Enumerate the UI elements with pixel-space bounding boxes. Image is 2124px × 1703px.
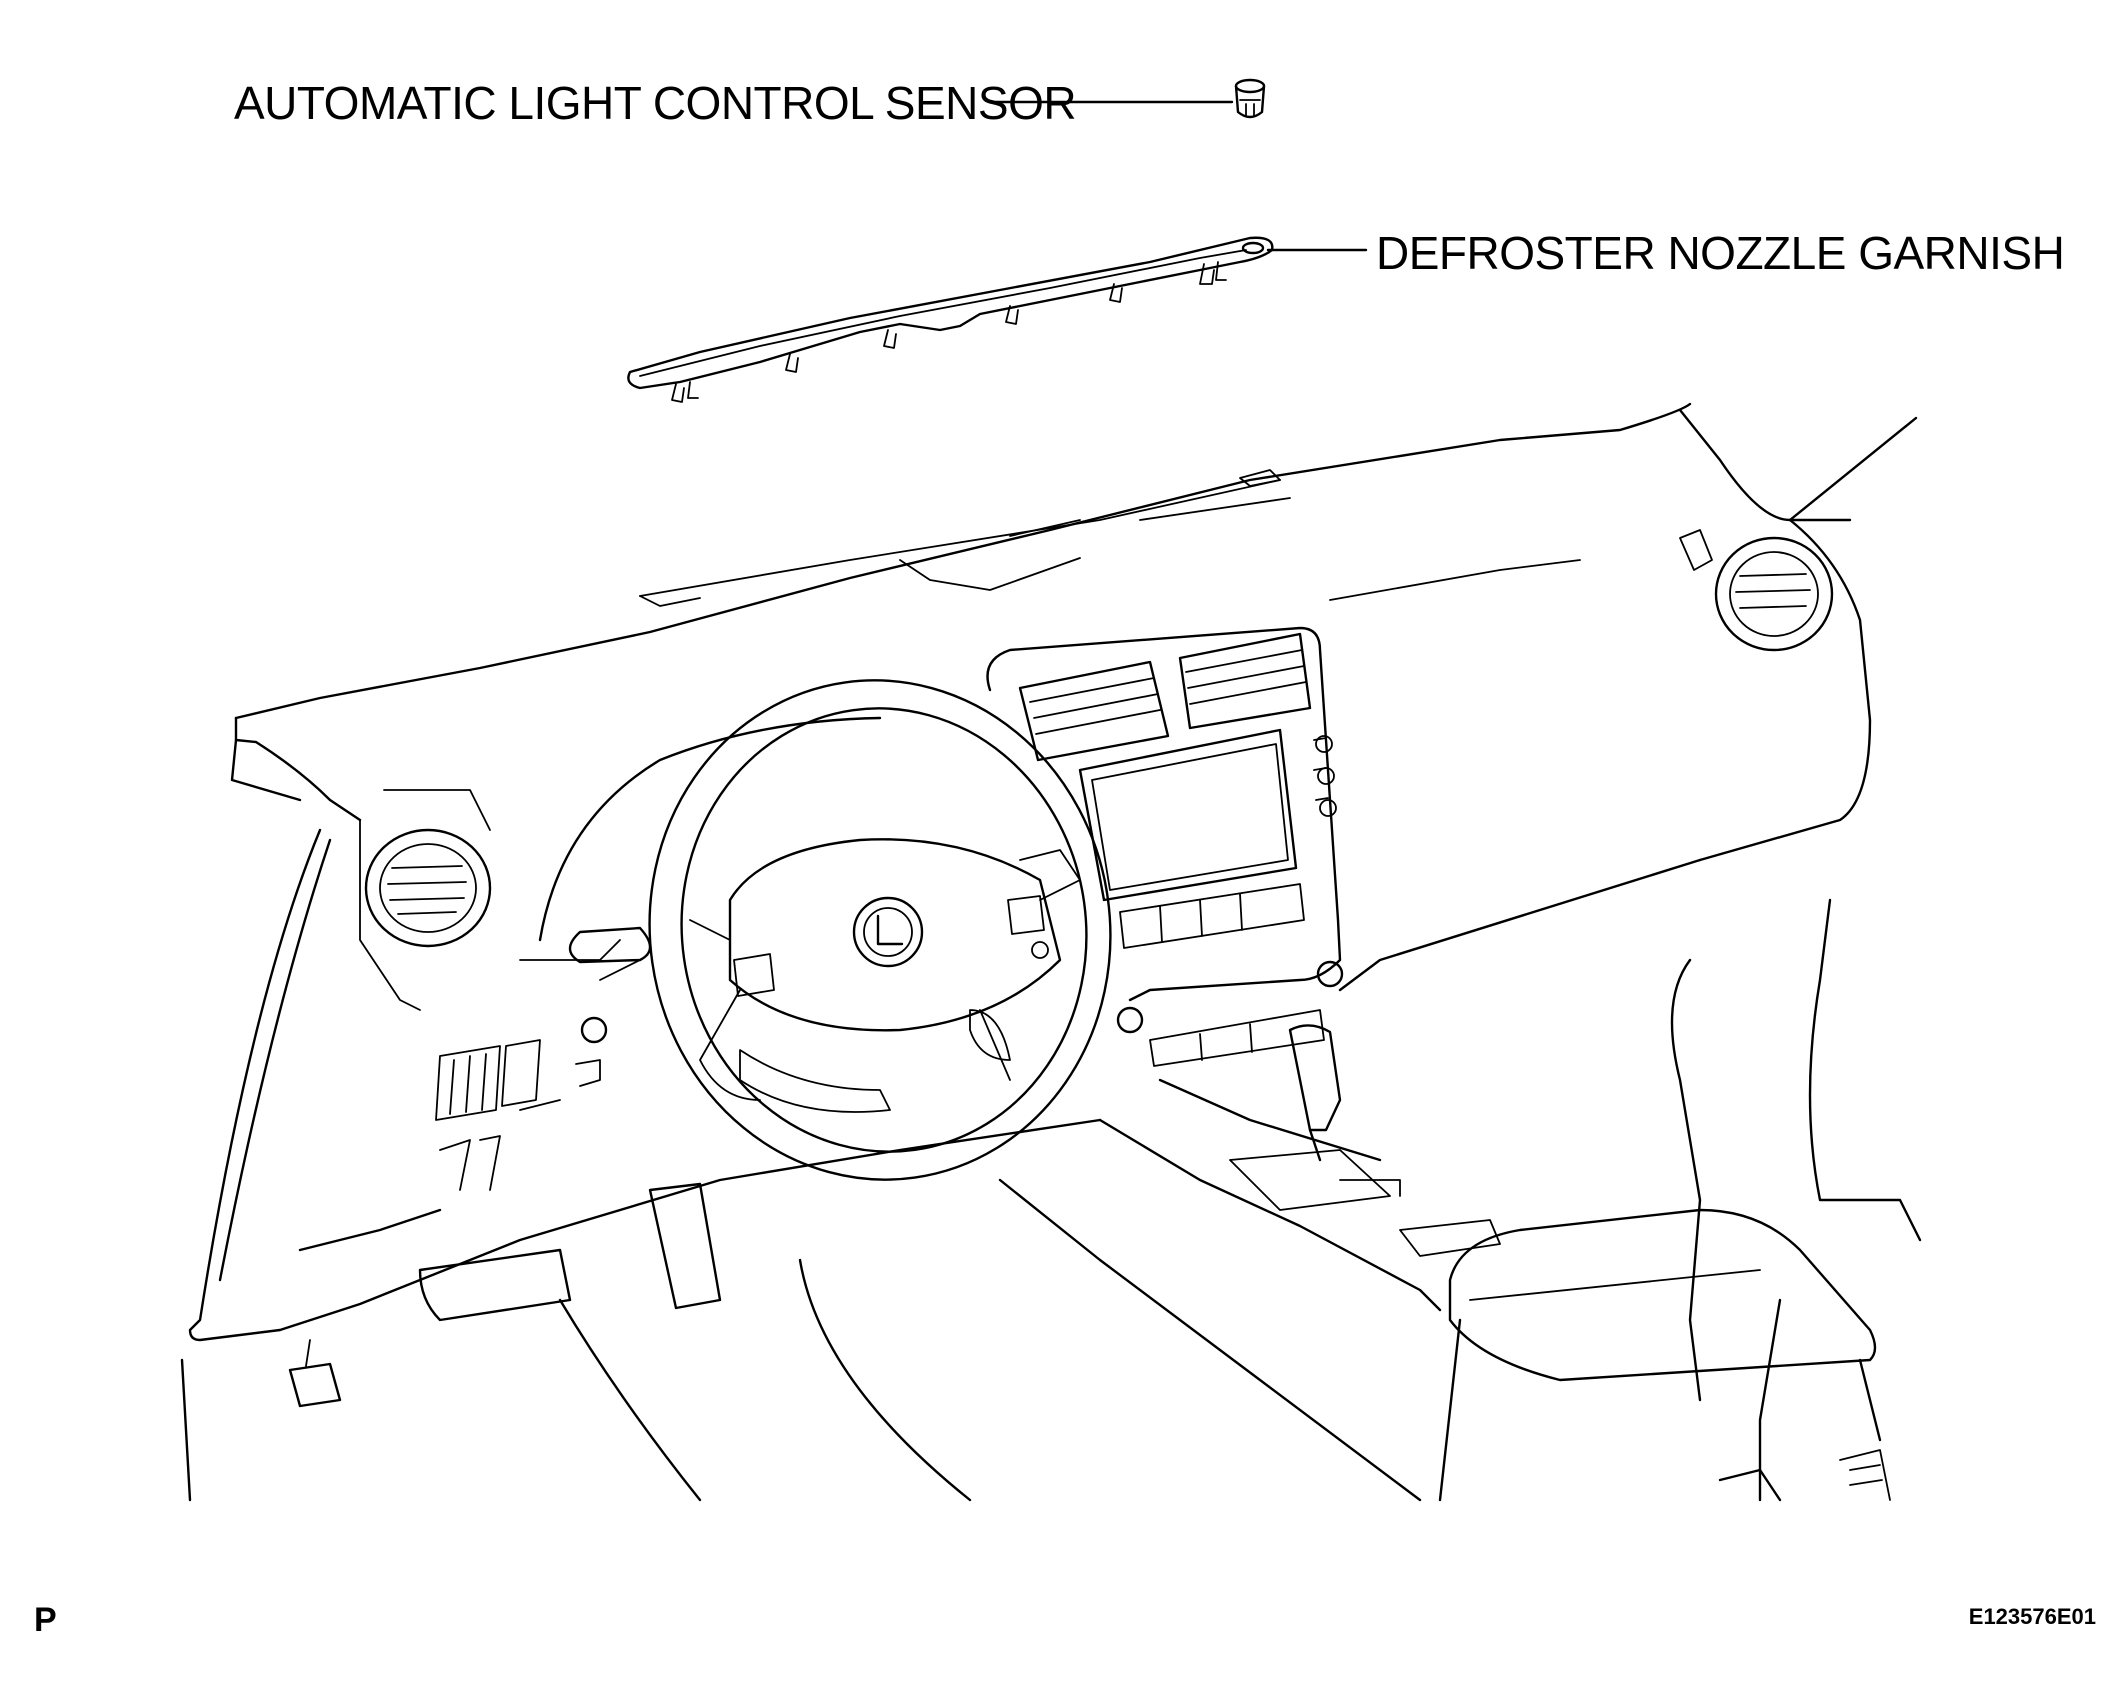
right-vent [1679, 529, 1834, 652]
shift-console [1098, 1024, 1501, 1312]
pedals [288, 1182, 722, 1408]
defroster-garnish-part [627, 236, 1274, 403]
center-vents [1018, 632, 1312, 762]
armrest [1438, 1208, 1882, 1502]
steering-wheel [648, 679, 1112, 1181]
view-code-label: P [34, 1601, 57, 1639]
floor-lines [558, 1178, 1422, 1502]
instrument-cluster-hood [519, 716, 1081, 964]
left-vent [359, 789, 492, 1011]
figure-id-label: E123576E01 [1968, 1604, 2096, 1629]
light-sensor-part [1234, 78, 1266, 119]
center-stack [986, 626, 1344, 1067]
garnish-label: DEFROSTER NOZZLE GARNISH [1376, 227, 2065, 279]
sensor-label: AUTOMATIC LIGHT CONTROL SENSOR [234, 77, 1077, 129]
lower-left-switches [435, 959, 641, 1191]
dashboard-outline [180, 402, 1922, 1502]
